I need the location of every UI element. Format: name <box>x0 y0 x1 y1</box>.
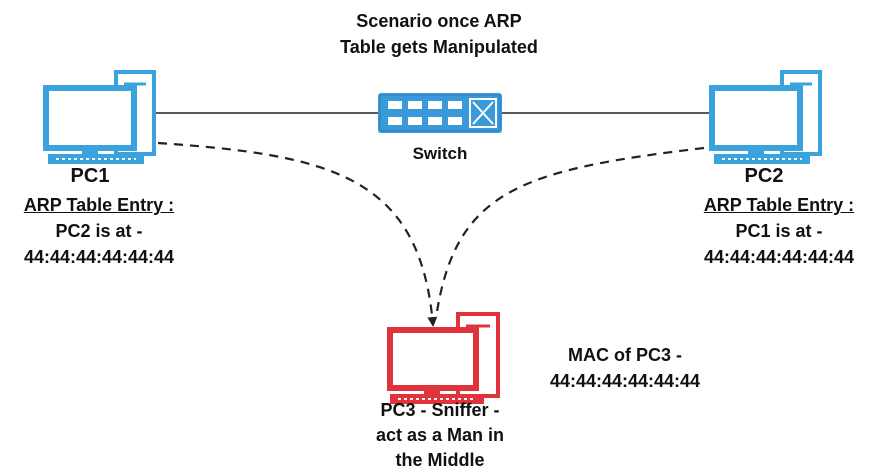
pc1-arp-line-1: PC2 is at - <box>55 221 143 241</box>
pc1-arp-mac: 44:44:44:44:44:44 <box>23 247 175 267</box>
pc3-mac-line-2: 44:44:44:44:44:44 <box>549 371 701 391</box>
pc3-sniffer-label: PC3 - Sniffer - act as a Man in the Midd… <box>340 398 540 473</box>
pc2-arp-line-1: PC1 is at - <box>735 221 823 241</box>
title-line-1: Scenario once ARP <box>356 11 522 31</box>
pc1-arp-heading: ARP Table Entry : <box>23 195 175 215</box>
pc3-mac-address-note: MAC of PC3 - 44:44:44:44:44:44 <box>520 342 730 394</box>
pc2-arp-mac: 44:44:44:44:44:44 <box>703 247 855 267</box>
pc3-label-line-3: the Middle <box>395 450 485 470</box>
pc2-label: PC2 <box>744 165 784 187</box>
pc3-label-line-1: PC3 - Sniffer - <box>380 400 500 420</box>
pc1-to-pc3-dashed-path <box>157 141 438 327</box>
pc2-desktop-icon <box>709 70 822 164</box>
pc3-mac-line-1: MAC of PC3 - <box>568 345 682 365</box>
switch-label: Switch <box>412 144 468 163</box>
pc2-arp-table-entry: ARP Table Entry : PC1 is at - 44:44:44:4… <box>680 192 878 270</box>
pc1-label: PC1 <box>70 165 110 187</box>
pc3-sniffer-desktop-icon <box>387 312 500 404</box>
diagram-title: Scenario once ARP Table gets Manipulated <box>239 8 639 60</box>
network-switch-icon <box>378 93 502 133</box>
pc2-arp-heading: ARP Table Entry : <box>703 195 855 215</box>
pc1-arp-table-entry: ARP Table Entry : PC2 is at - 44:44:44:4… <box>0 192 198 270</box>
pc1-desktop-icon <box>43 70 156 164</box>
title-line-2: Table gets Manipulated <box>340 37 538 57</box>
pc3-label-line-2: act as a Man in <box>375 425 505 445</box>
pc2-to-pc3-dashed-path <box>434 146 705 319</box>
